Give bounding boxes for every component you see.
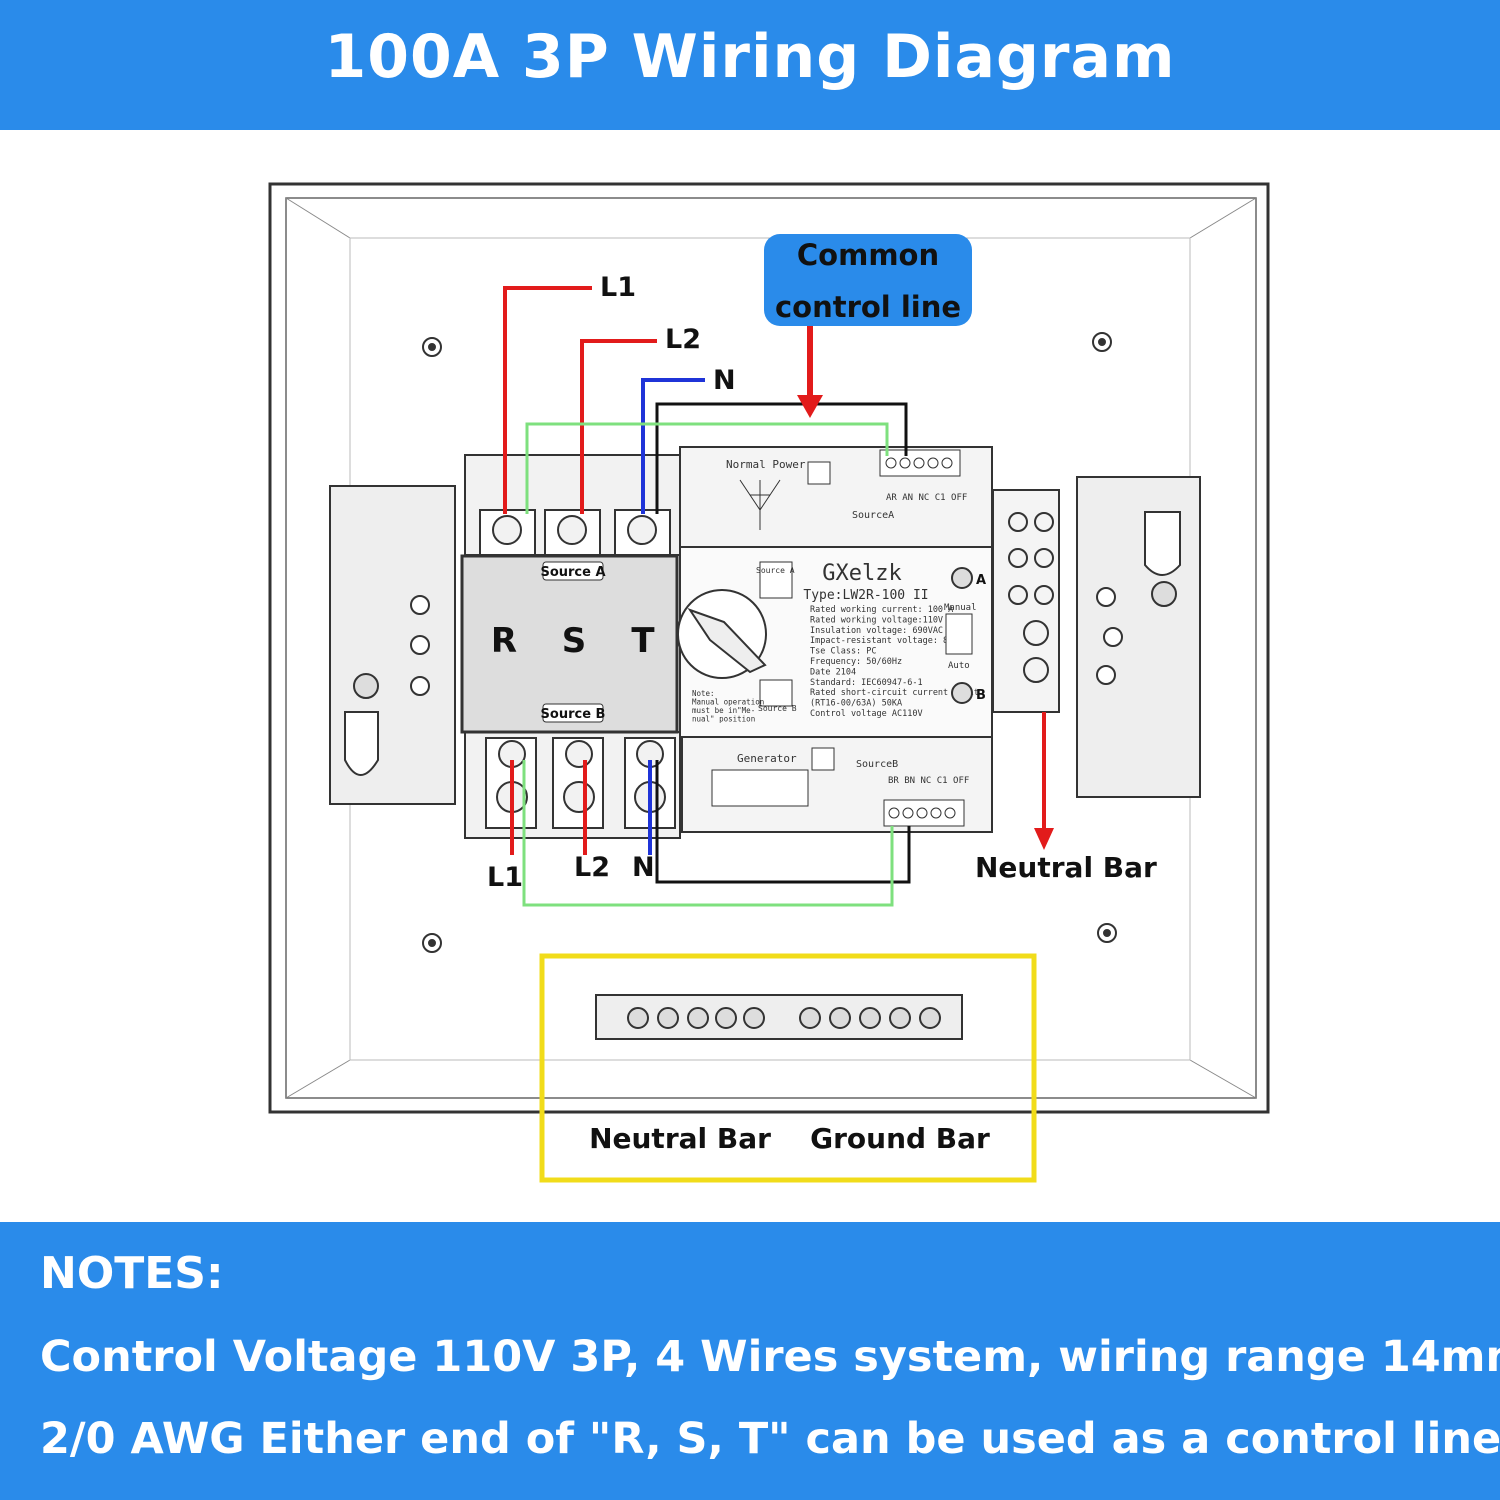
label-l1-top: L1 — [600, 272, 636, 303]
generator-label: Generator — [737, 752, 797, 765]
right-terminal-strip — [992, 489, 1060, 713]
common-control-line-badge: Common control line — [764, 234, 972, 326]
note-line: nual" position — [692, 715, 755, 724]
wire-control-bottom — [655, 760, 911, 884]
bus-screw — [859, 1007, 881, 1029]
source-a-tag: Source A — [540, 565, 605, 580]
neutral-bar-label: Neutral Bar — [975, 851, 1157, 884]
generator-icon — [711, 769, 809, 807]
bus-screws — [627, 1007, 941, 1029]
wire-green-top — [525, 422, 889, 514]
notes-panel: NOTES: Control Voltage 110V 3P, 4 Wires … — [0, 1222, 1500, 1500]
spec-line: Rated short-circuit current limit — [810, 688, 979, 698]
source-a-small: SourceA — [852, 510, 894, 521]
wire-l2-top — [580, 339, 657, 514]
bus-screw — [715, 1007, 737, 1029]
spec-line: Rated working current: 100 A — [810, 605, 953, 615]
spec-line: Frequency: 50/60Hz — [810, 657, 902, 667]
rst-block: Source A Source B R S T — [460, 554, 679, 734]
terminal-top-labels: AR AN NC C1 OFF — [886, 493, 967, 503]
label-n-top: N — [713, 365, 736, 396]
indicator-b-label: B — [976, 688, 986, 703]
wire-n-top — [641, 378, 705, 514]
notes-heading: NOTES: — [40, 1248, 224, 1299]
spec-line: Rated working voltage:110V AC — [810, 615, 958, 625]
normal-power-label: Normal Power — [726, 458, 806, 471]
controller-module: Normal Power SourceA AR AN NC C1 OFF GXe… — [677, 446, 993, 833]
page-title: 100A 3P Wiring Diagram — [324, 22, 1176, 92]
spec-line: Tse Class: PC — [810, 647, 877, 657]
bus-screw — [889, 1007, 911, 1029]
spec-line: Impact-resistant voltage: 8kV — [810, 636, 958, 646]
wire-l1-top — [503, 286, 592, 514]
notes-line-2: 2/0 AWG Either end of "R, S, T" can be u… — [40, 1414, 1500, 1464]
label-l1-bottom: L1 — [487, 862, 523, 893]
bus-screw — [657, 1007, 679, 1029]
spec-line: Insulation voltage: 690VAC — [810, 626, 943, 636]
phase-t-label: T — [631, 621, 655, 661]
window-source-a: Source A — [756, 566, 795, 575]
label-l2-bottom: L2 — [574, 852, 610, 883]
spec-line: Standard: IEC60947-6-1 — [810, 678, 923, 688]
wiring-diagram: Source A Source B R S T Normal Power Sou… — [268, 182, 1270, 1183]
source-b-tag: Source B — [541, 707, 606, 722]
common-control-line2: control line — [774, 290, 962, 324]
wire-green-bottom — [522, 760, 894, 907]
right-bracket — [1076, 476, 1201, 798]
neutral-arrow — [1034, 712, 1054, 850]
bus-screw — [829, 1007, 851, 1029]
bus-screw — [799, 1007, 821, 1029]
indicator-a-label: A — [976, 573, 986, 588]
brand-label: GXelzk — [822, 561, 901, 586]
title-banner: 100A 3P Wiring Diagram — [0, 0, 1500, 130]
type-label: Type:LW2R-100 II — [803, 588, 928, 603]
tower-icon — [739, 479, 781, 530]
left-bracket — [329, 485, 456, 805]
bus-screw — [919, 1007, 941, 1029]
bus-screw — [743, 1007, 765, 1029]
spec-line: Control voltage AC110V — [810, 709, 923, 719]
spec-line: Date 2104 — [810, 667, 856, 677]
window-source-b: Source B — [758, 704, 797, 713]
bottom-neutral-bar-label: Neutral Bar — [589, 1122, 771, 1155]
label-l2-top: L2 — [665, 324, 701, 355]
auto-label: Auto — [948, 661, 970, 671]
control-arrow — [797, 326, 823, 418]
source-b-small: SourceB — [856, 759, 898, 770]
selector-knob — [677, 589, 767, 679]
common-control-line1: Common — [796, 238, 940, 272]
phase-s-label: S — [562, 621, 587, 661]
spec-line: (RT16-00/63A) 50KA — [810, 699, 902, 709]
bus-screw — [627, 1007, 649, 1029]
terminal-bottom-labels: BR BN NC C1 OFF — [888, 776, 969, 786]
manual-label: Manual — [944, 603, 977, 613]
phase-r-label: R — [491, 621, 517, 661]
label-n-bottom: N — [632, 852, 655, 883]
mount-holes — [422, 332, 1117, 953]
wire-control-top — [655, 402, 908, 514]
ground-bar-label: Ground Bar — [810, 1122, 990, 1155]
note-line: Note: — [692, 689, 715, 698]
bus-bar-box: Neutral Bar Ground Bar — [539, 953, 1037, 1183]
note-line: Manual operation — [692, 698, 764, 707]
notes-line-1: Control Voltage 110V 3P, 4 Wires system,… — [40, 1332, 1500, 1382]
wires — [503, 286, 911, 907]
breaker-terminals — [464, 454, 681, 839]
bus-screw — [687, 1007, 709, 1029]
note-line: must be in"Me- — [692, 706, 755, 715]
